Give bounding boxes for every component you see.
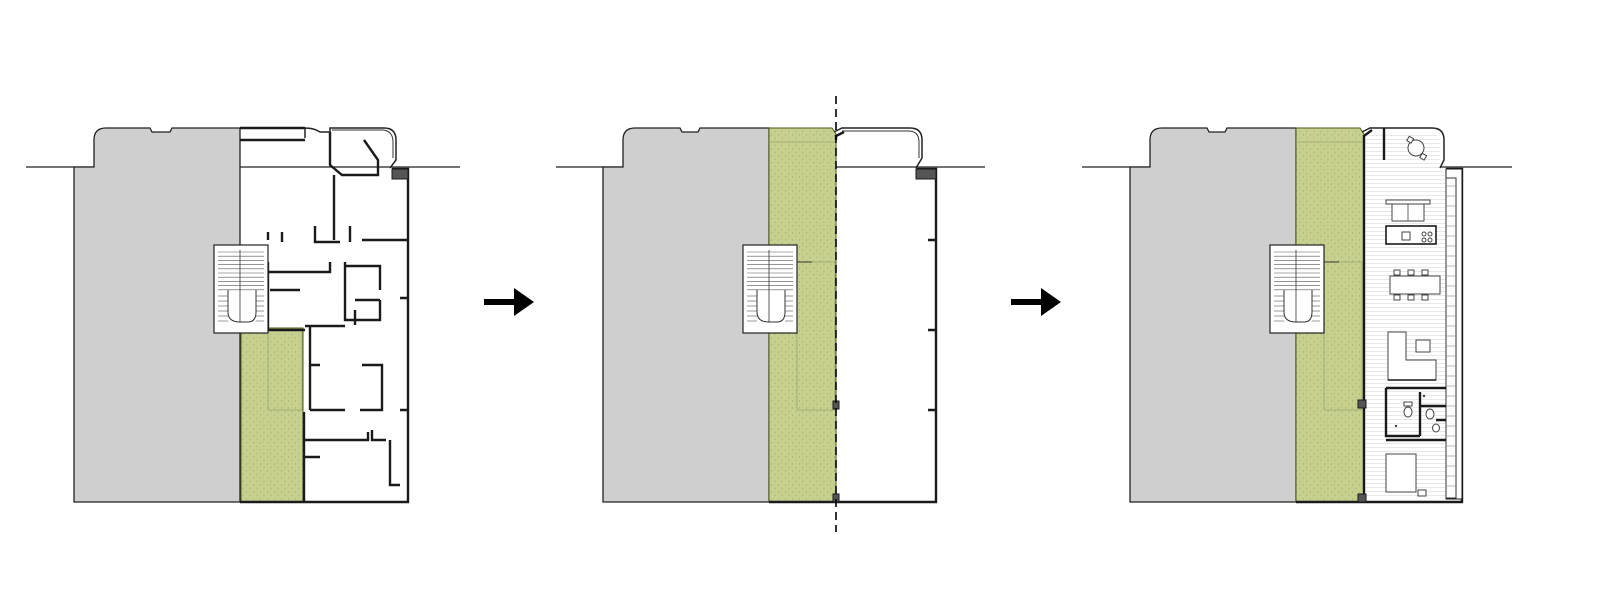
toilet-icon: [1425, 408, 1435, 420]
arrow-right-icon: [484, 288, 534, 316]
new-unit-floor: [1364, 132, 1446, 498]
kitchen-counter-icon: [1385, 225, 1437, 245]
proposed-plan-panel: [1082, 127, 1512, 504]
existing-plan-panel: [26, 126, 460, 504]
dining-table-icon: [1389, 269, 1441, 301]
round-table-icon: [1406, 135, 1428, 161]
interior-walls: [240, 132, 408, 502]
neighbor-building: [73, 127, 241, 503]
bathroom-block: [1384, 386, 1446, 438]
neighbor-building: [602, 127, 770, 503]
stair-icon: [1269, 244, 1339, 334]
toilet-icon: [1432, 423, 1440, 433]
stair-icon: [213, 244, 269, 334]
stair-icon: [742, 244, 812, 334]
sofa-icon: [1385, 199, 1431, 222]
arrow-right-icon: [1011, 288, 1061, 316]
garden-existing: [240, 327, 304, 503]
split-plan-panel: [556, 96, 985, 532]
sofa-icon: [1387, 331, 1437, 381]
neighbor-building: [1129, 127, 1297, 503]
toilet-icon: [1403, 401, 1413, 418]
bed-icon: [1385, 453, 1427, 497]
